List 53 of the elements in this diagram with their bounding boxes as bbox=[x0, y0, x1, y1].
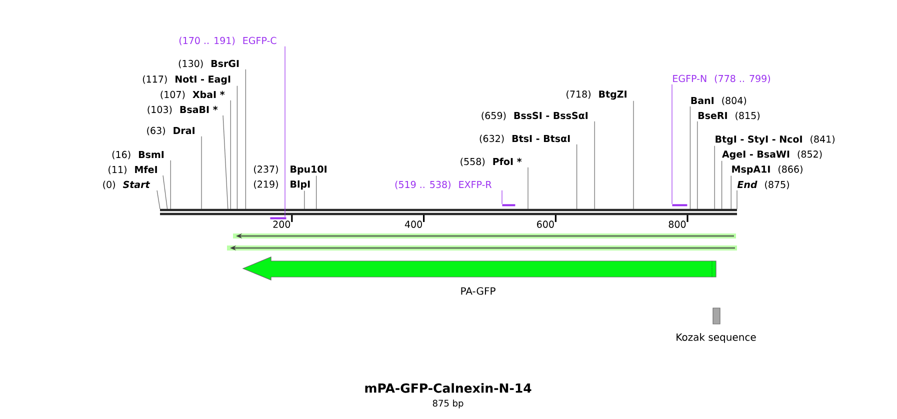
site-label: (659) BssSI - BssSαI bbox=[482, 112, 588, 120]
primer-label: (519 .. 538) EXFP-R bbox=[395, 180, 492, 190]
site-label: (63) DraI bbox=[147, 126, 194, 136]
node-label: Kozak sequence bbox=[676, 333, 756, 343]
site-label: (107) XbaI * bbox=[160, 90, 225, 100]
tick-label: 800 bbox=[668, 220, 686, 228]
primer-mark bbox=[672, 204, 688, 206]
site-label: AgeI - BsaWI (852) bbox=[722, 150, 822, 160]
leader-line bbox=[236, 86, 238, 210]
site-label: BanI (804) bbox=[691, 96, 746, 106]
backbone bbox=[160, 208, 737, 216]
site-label: (130) BsrGI bbox=[178, 60, 239, 68]
site-label: (11) MfeI bbox=[108, 166, 157, 174]
site-label: (558) PfoI * bbox=[460, 158, 522, 166]
site-label: (0) Start bbox=[103, 180, 150, 190]
primer-mark bbox=[270, 217, 286, 220]
leader-line bbox=[316, 175, 317, 210]
leader-line bbox=[304, 190, 305, 210]
caption: 875 bp bbox=[432, 400, 464, 408]
title: mPA-GFP-Calnexin-N-14 bbox=[365, 383, 532, 393]
leader-line bbox=[730, 175, 732, 210]
leader-line bbox=[156, 190, 160, 210]
site-label: (718) BtgZI bbox=[566, 90, 626, 100]
tick-label: 200 bbox=[273, 220, 290, 228]
leader-line bbox=[222, 115, 228, 210]
leader-line bbox=[201, 136, 202, 210]
node-label: PA-GFP bbox=[461, 287, 496, 295]
primer-mark bbox=[502, 204, 516, 206]
site-label: (632) BtsI - BtsαI bbox=[480, 134, 570, 144]
leader-line bbox=[594, 121, 595, 210]
leader-line bbox=[230, 100, 231, 210]
leader-line bbox=[576, 144, 578, 210]
leader-line bbox=[284, 46, 286, 218]
leader-line bbox=[736, 190, 738, 210]
feature-box: Kozak sequence bbox=[676, 308, 756, 343]
site-label: (16) BsmI bbox=[112, 150, 164, 160]
site-label: End (875) bbox=[737, 180, 789, 190]
site-label: (103) BsaBI * bbox=[148, 106, 218, 114]
site-label: BtgI - StyI - NcoI (841) bbox=[716, 135, 834, 145]
leader-line bbox=[633, 100, 634, 210]
site-label: MspA1I (866) bbox=[732, 165, 802, 175]
leader-line bbox=[245, 69, 246, 210]
leader-line bbox=[697, 121, 698, 210]
primer-label: (170 .. 191) EGFP-C bbox=[179, 36, 276, 46]
tick-label: 600 bbox=[537, 220, 554, 228]
site-label: (219) BlpI bbox=[254, 180, 310, 190]
leader-line bbox=[170, 160, 171, 210]
site-label: (237) Bpu10I bbox=[254, 165, 326, 175]
primer-label: EGFP-N (778 .. 799) bbox=[673, 74, 770, 84]
leader-line bbox=[162, 175, 168, 210]
site-label: (117) NotI - EagI bbox=[142, 75, 230, 85]
leader-line bbox=[714, 146, 715, 210]
site-label: BseRI (815) bbox=[698, 112, 760, 120]
